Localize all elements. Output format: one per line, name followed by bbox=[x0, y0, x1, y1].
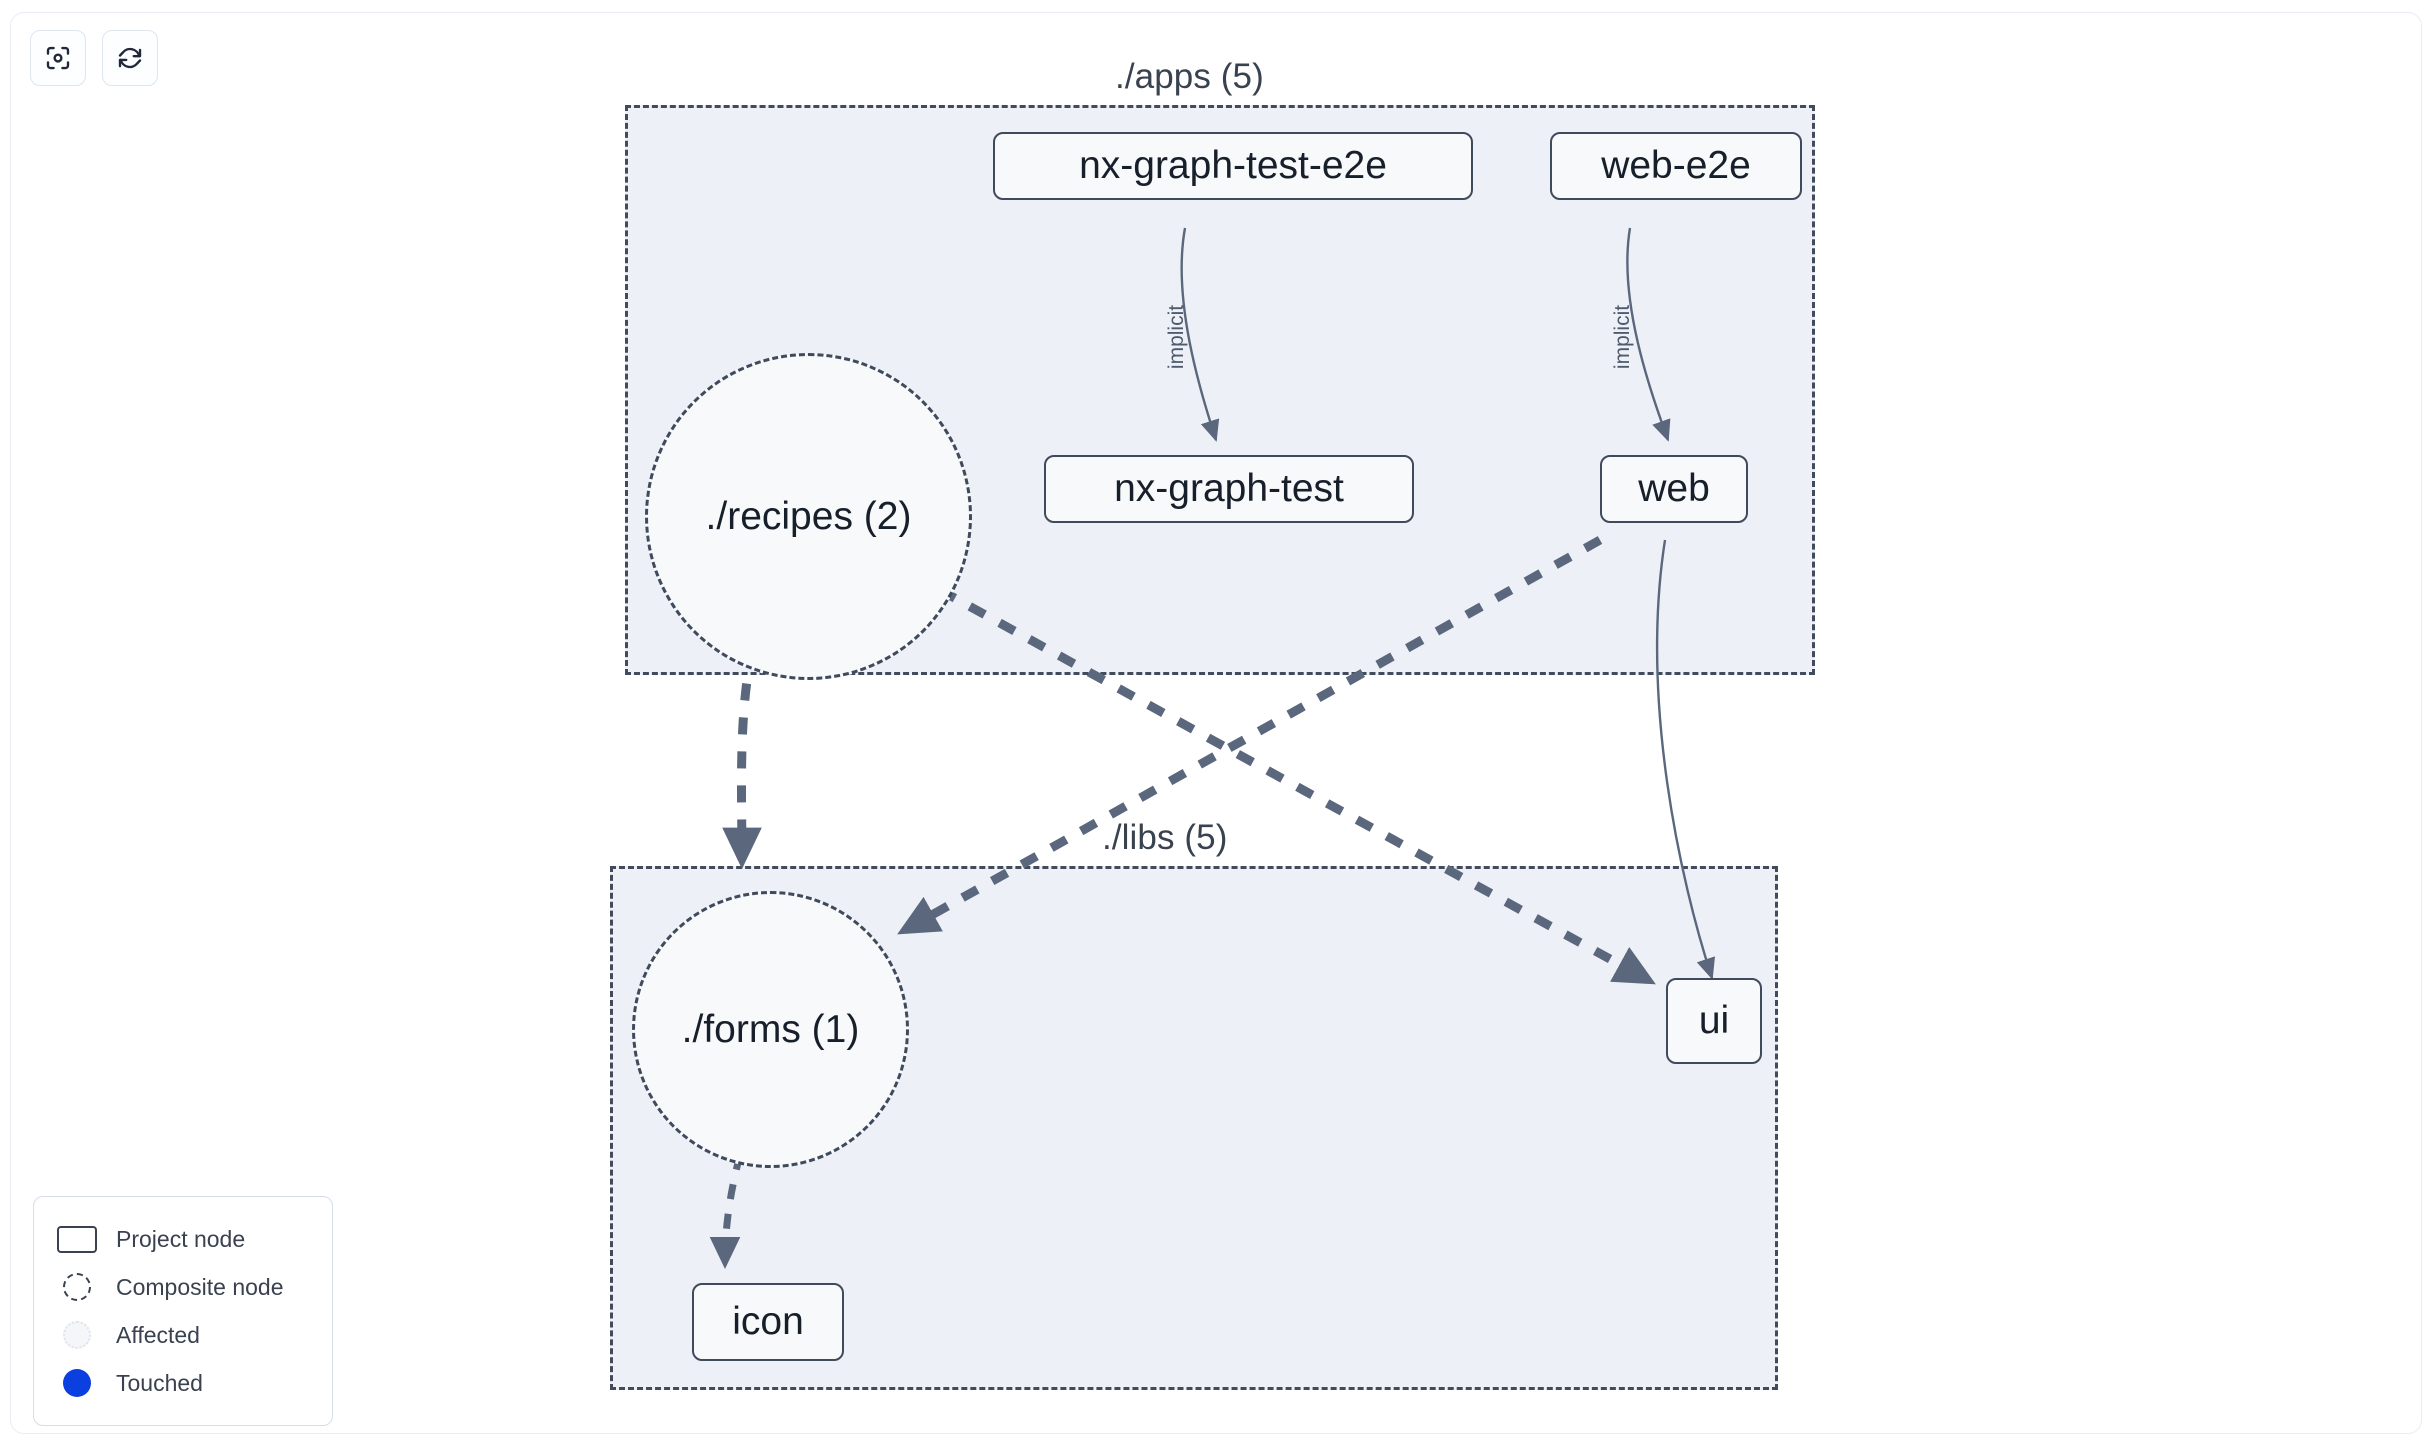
edge-recipes-to-forms bbox=[722, 649, 762, 870]
legend-label: Touched bbox=[116, 1369, 203, 1396]
affected-swatch bbox=[56, 1321, 98, 1349]
node-label: web-e2e bbox=[1601, 144, 1751, 187]
node-recipes[interactable]: ./recipes (2) bbox=[645, 353, 972, 680]
legend-item-composite-node: Composite node bbox=[56, 1263, 312, 1311]
node-nx-graph-test[interactable]: nx-graph-test bbox=[1044, 455, 1414, 523]
node-web[interactable]: web bbox=[1600, 455, 1748, 523]
graph-legend: Project node Composite node Affected Tou… bbox=[33, 1196, 333, 1426]
legend-item-affected: Affected bbox=[56, 1311, 312, 1359]
composite-node-swatch bbox=[56, 1273, 98, 1301]
node-icon[interactable]: icon bbox=[692, 1283, 844, 1361]
legend-item-touched: Touched bbox=[56, 1359, 312, 1407]
legend-label: Affected bbox=[116, 1321, 200, 1348]
refresh-graph-button[interactable] bbox=[102, 30, 158, 86]
graph-toolbar bbox=[30, 30, 158, 86]
node-nx-graph-test-e2e[interactable]: nx-graph-test-e2e bbox=[993, 132, 1473, 200]
node-label: ui bbox=[1698, 999, 1730, 1042]
node-label: nx-graph-test-e2e bbox=[1079, 144, 1387, 187]
node-label: web bbox=[1638, 467, 1710, 510]
focus-graph-button[interactable] bbox=[30, 30, 86, 86]
legend-label: Composite node bbox=[116, 1273, 284, 1300]
focus-target-icon bbox=[43, 43, 73, 73]
node-label: ./forms (1) bbox=[681, 1007, 860, 1051]
node-label: nx-graph-test bbox=[1114, 467, 1344, 510]
group-label-libs: ./libs (5) bbox=[1102, 818, 1228, 857]
node-label: ./recipes (2) bbox=[705, 494, 912, 538]
node-web-e2e[interactable]: web-e2e bbox=[1550, 132, 1802, 200]
legend-label: Project node bbox=[116, 1225, 246, 1252]
legend-item-project-node: Project node bbox=[56, 1215, 312, 1263]
project-node-swatch bbox=[56, 1225, 98, 1253]
group-label-apps: ./apps (5) bbox=[1115, 57, 1264, 96]
node-ui[interactable]: ui bbox=[1666, 978, 1762, 1064]
touched-swatch bbox=[56, 1369, 98, 1397]
node-forms[interactable]: ./forms (1) bbox=[632, 891, 909, 1168]
refresh-icon bbox=[115, 43, 145, 73]
node-label: icon bbox=[732, 1300, 804, 1343]
